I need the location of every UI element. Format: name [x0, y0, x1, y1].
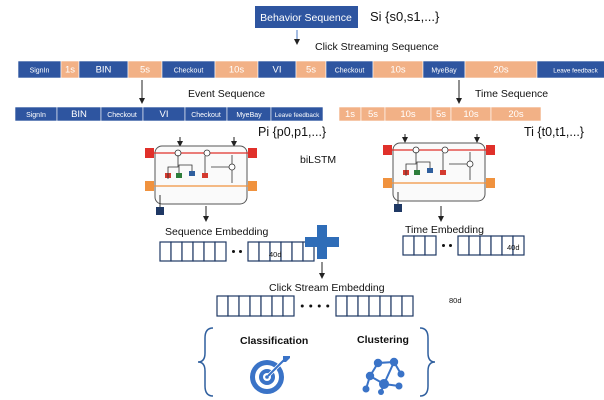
time.cells-cell-label: 5s — [436, 109, 446, 120]
embedding-cell — [260, 295, 273, 317]
embedding-cell — [271, 295, 284, 317]
ellipsis-dot — [239, 250, 242, 253]
time.cells-cell-label: 20s — [508, 109, 524, 120]
embedding-cell — [368, 295, 381, 317]
embedding-cell — [490, 235, 503, 256]
sequence-embedding-vector — [159, 241, 315, 262]
lstm-cell-right — [383, 134, 495, 212]
embedding-cell — [247, 241, 260, 262]
time-embedding-vector — [402, 235, 525, 256]
embedding-cell — [401, 295, 414, 317]
lstm-cell-left — [145, 137, 257, 215]
embedding-cell — [170, 241, 183, 262]
click-dim-label: 80d — [449, 296, 462, 305]
embedding-cell — [282, 295, 295, 317]
click_stream.cells-cell-label: 5s — [306, 65, 316, 76]
si-label: Si {s0,s1,...} — [370, 9, 440, 24]
clustering-label: Clustering — [357, 334, 409, 346]
time-embedding-label: Time Embedding — [405, 224, 484, 236]
time.cells-cell-label: 1s — [345, 109, 355, 120]
time-sequence-label: Time Sequence — [475, 88, 548, 100]
seq-dim-label: 40d — [269, 250, 282, 259]
embedding-cell — [192, 241, 205, 262]
click_stream.cells-cell-label: Checkout — [174, 68, 204, 75]
ellipsis-dot — [442, 244, 445, 247]
classification-label: Classification — [240, 335, 308, 347]
embedding-cell — [214, 241, 227, 262]
click_stream.cells-cell-label: 20s — [493, 65, 509, 76]
embedding-cell — [249, 295, 262, 317]
ellipsis-dot — [300, 304, 304, 308]
embedding-cell — [413, 235, 426, 256]
left-brace — [197, 327, 214, 397]
click_stream.cells-cell-label: 10s — [229, 65, 245, 76]
pi-label: Pi {p0,p1,...} — [258, 125, 326, 139]
event-sequence-row: SignIn BIN Checkout VI Checkout MyeBay Leave f… — [14, 106, 324, 122]
click_stream.cells-cell-label: 10s — [390, 65, 406, 76]
cluster-network-icon — [362, 357, 405, 395]
time.cells-cell-label: 10s — [463, 109, 479, 120]
embedding-cell — [357, 295, 370, 317]
embedding-cell — [424, 235, 437, 256]
embedding-cell — [181, 241, 194, 262]
sequence-embedding-label: Sequence Embedding — [165, 226, 268, 238]
embedding-cell — [479, 235, 492, 256]
embedding-cell — [227, 295, 240, 317]
target-icon — [250, 356, 290, 394]
embedding-cell — [468, 235, 481, 256]
event.cells-cell-label: VI — [160, 109, 169, 120]
embedding-cell — [280, 241, 293, 262]
click_stream.cells-cell-label: BIN — [96, 65, 112, 76]
embedding-cell — [216, 295, 229, 317]
embedding-cell — [457, 235, 470, 256]
click_stream.cells-cell — [536, 60, 604, 79]
click_stream.cells-cell-label: MyeBay — [431, 68, 457, 75]
click-stream-embedding-vector — [216, 295, 414, 317]
embedding-cell — [291, 241, 304, 262]
embedding-cell — [390, 295, 403, 317]
right-brace — [419, 327, 436, 397]
embedding-cell — [402, 235, 415, 256]
time-dim-label: 40d — [507, 243, 520, 252]
embedding-cell — [512, 235, 525, 256]
embedding-cell — [346, 295, 359, 317]
click_stream.cells-cell-label: 5s — [140, 65, 150, 76]
click_stream.cells-cell-label: SignIn — [30, 68, 50, 75]
event.cells-cell-label: Leave feedback — [275, 112, 320, 119]
bilstm-label: biLSTM — [300, 154, 336, 166]
click_stream.cells-cell-label: Checkout — [335, 68, 365, 75]
event.cells-cell-label: Checkout — [107, 112, 137, 119]
behavior-sequence-label: Behavior Sequence — [260, 12, 352, 24]
time.cells-cell-label: 10s — [400, 109, 416, 120]
embedding-cell — [203, 241, 216, 262]
ti-label: Ti {t0,t1,...} — [524, 125, 584, 139]
event.cells-cell-label: MyeBay — [236, 112, 262, 119]
ellipsis-dot — [309, 304, 313, 308]
embedding-cell — [238, 295, 251, 317]
embedding-cell — [335, 295, 348, 317]
ellipsis-dot — [326, 304, 330, 308]
click_stream.cells-cell-label: Leave feedback — [553, 68, 598, 75]
event.cells-cell-label: BIN — [71, 109, 87, 120]
ellipsis-dot — [232, 250, 235, 253]
click_stream.cells-cell-label: 1s — [65, 65, 75, 76]
event.cells-cell-label: SignIn — [26, 112, 46, 119]
ellipsis-dot — [317, 304, 321, 308]
time-sequence-row: 1s 5s 10s 5s 10s 20s — [338, 106, 542, 122]
ellipsis-dot — [449, 244, 452, 247]
behavior-sequence-box — [255, 6, 358, 28]
embedding-cell — [159, 241, 172, 262]
event.cells-cell — [270, 106, 324, 122]
event-sequence-label: Event Sequence — [188, 88, 265, 100]
click-stream-row: SignIn 1s BIN 5s Checkout 10s VI 5s Checkout 10s M… — [17, 60, 604, 79]
event.cells-cell-label: Checkout — [191, 112, 221, 119]
click-stream-embedding-label: Click Stream Embedding — [269, 282, 385, 294]
time.cells-cell — [490, 106, 542, 122]
click_stream.cells-cell-label: VI — [273, 65, 282, 76]
plus-icon — [305, 225, 339, 259]
embedding-cell — [379, 295, 392, 317]
time.cells-cell-label: 5s — [368, 109, 378, 120]
click-streaming-label: Click Streaming Sequence — [315, 41, 439, 53]
